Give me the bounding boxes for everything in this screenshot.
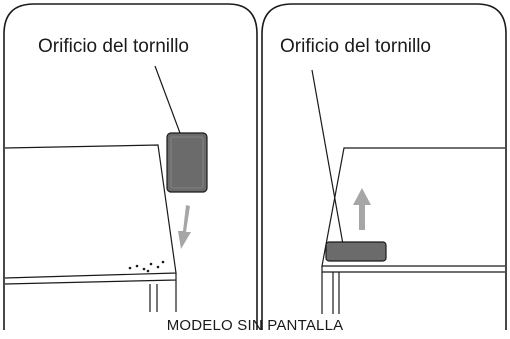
right-panel-label: Orificio del tornillo	[280, 36, 431, 57]
left-cabinet-front-edge	[4, 273, 177, 285]
right-panel-frame	[261, 3, 507, 330]
right-cabinet-top	[321, 147, 505, 267]
left-cabinet-top	[4, 144, 177, 279]
right-leader-line	[311, 69, 345, 251]
left-panel-frame	[3, 3, 258, 330]
down-arrow-icon	[178, 205, 191, 249]
left-screw-cap	[166, 132, 208, 193]
up-arrow-icon	[353, 188, 371, 230]
left-leader-line	[154, 65, 181, 134]
right-cabinet-front-edge	[321, 266, 505, 273]
diagram-caption: MODELO SIN PANTALLA	[166, 317, 344, 334]
right-panel	[261, 3, 507, 330]
left-panel	[3, 3, 258, 330]
left-panel-label: Orificio del tornillo	[38, 36, 189, 57]
right-screw-cap	[325, 241, 387, 262]
left-screw-holes	[128, 260, 165, 273]
